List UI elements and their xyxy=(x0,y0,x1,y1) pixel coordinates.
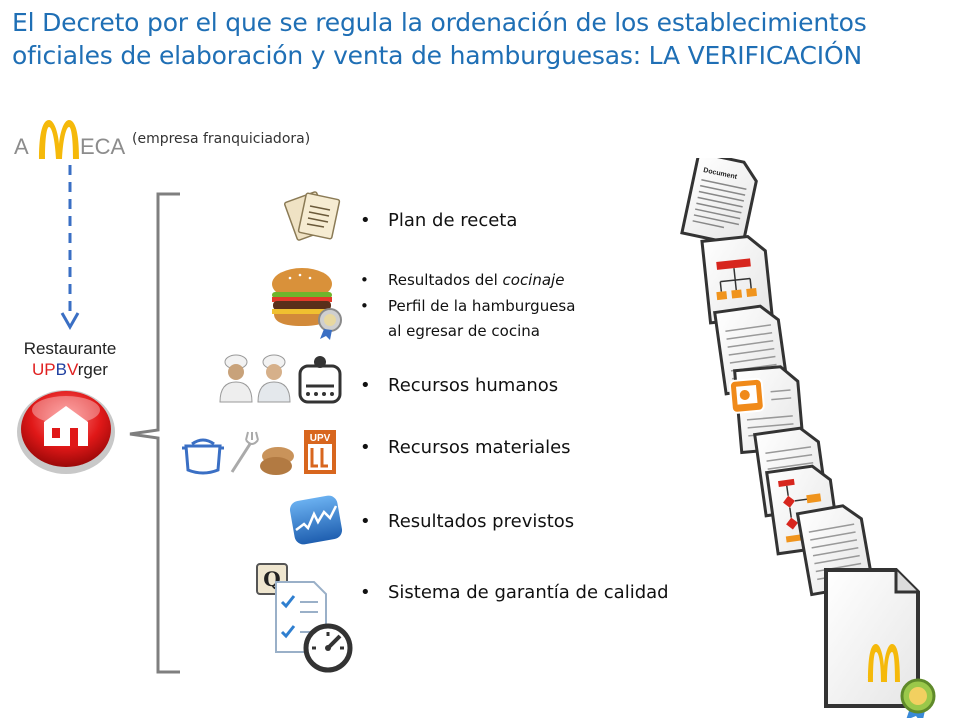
restaurant-name-part-2: B xyxy=(55,360,67,379)
burger-icon xyxy=(272,268,342,340)
flowchart-document-icon xyxy=(700,234,774,325)
certified-document-icon xyxy=(824,568,936,718)
item-resultados-cocinaje-prefix: Resultados del xyxy=(388,271,503,289)
restaurant-label: Restaurante UPBVrger xyxy=(10,338,130,380)
item-perfil-hamburguesa-line-1: Perfil de la hamburguesa xyxy=(388,297,576,315)
page-title: El Decreto por el que se regula la orden… xyxy=(12,6,942,72)
item-recursos-materiales-text: Recursos materiales xyxy=(388,437,571,458)
franchisor-label: (empresa franquiciadora) xyxy=(132,131,311,147)
golden-arches-icon xyxy=(39,120,79,159)
franchisor-logo-letter-a: A xyxy=(14,134,29,159)
kitchen-materials-icon: UPV xyxy=(182,430,336,475)
restaurant-name-part-4: rger xyxy=(77,360,108,379)
item-resultados-cocinaje-italic: cocinaje xyxy=(502,271,565,289)
restaurant-name-part-1: UP xyxy=(32,360,56,379)
upv-logo-label: UPV xyxy=(310,433,331,444)
page-title-line-1: El Decreto por el que se regula la orden… xyxy=(12,8,867,37)
item-plan-receta-text: Plan de receta xyxy=(388,210,518,231)
item-sistema-calidad-text: Sistema de garantía de calidad xyxy=(388,582,669,603)
chefs-icon xyxy=(219,354,342,404)
quality-system-icon: Q 10 xyxy=(256,563,353,673)
franchisor-logo-letters-eca: ECA xyxy=(80,134,126,159)
restaurant-label-line-1: Restaurante xyxy=(23,339,117,358)
home-button-icon xyxy=(17,390,115,474)
restaurant-name: UPBVrger xyxy=(10,359,130,380)
document-page-icon: Document xyxy=(680,158,758,248)
item-perfil-hamburguesa-line-2: al egresar de cocina xyxy=(388,322,540,340)
recipe-cards-icon xyxy=(284,191,341,241)
left-bracket xyxy=(129,192,180,674)
page-title-line-2: oficiales de elaboración y venta de hamb… xyxy=(12,41,862,70)
item-recursos-humanos-text: Recursos humanos xyxy=(388,375,559,396)
stock-chart-icon xyxy=(289,495,343,545)
restaurant-name-part-3: V xyxy=(67,360,78,379)
award-rosette-icon xyxy=(900,678,936,718)
golden-arches-icon xyxy=(868,644,900,682)
item-resultados-cocinaje-text: Resultados del cocinaje xyxy=(388,268,564,293)
document-cascade: Document xyxy=(680,158,936,718)
dashed-down-arrow xyxy=(60,165,80,331)
item-resultados-previstos-text: Resultados previstos xyxy=(388,511,575,532)
